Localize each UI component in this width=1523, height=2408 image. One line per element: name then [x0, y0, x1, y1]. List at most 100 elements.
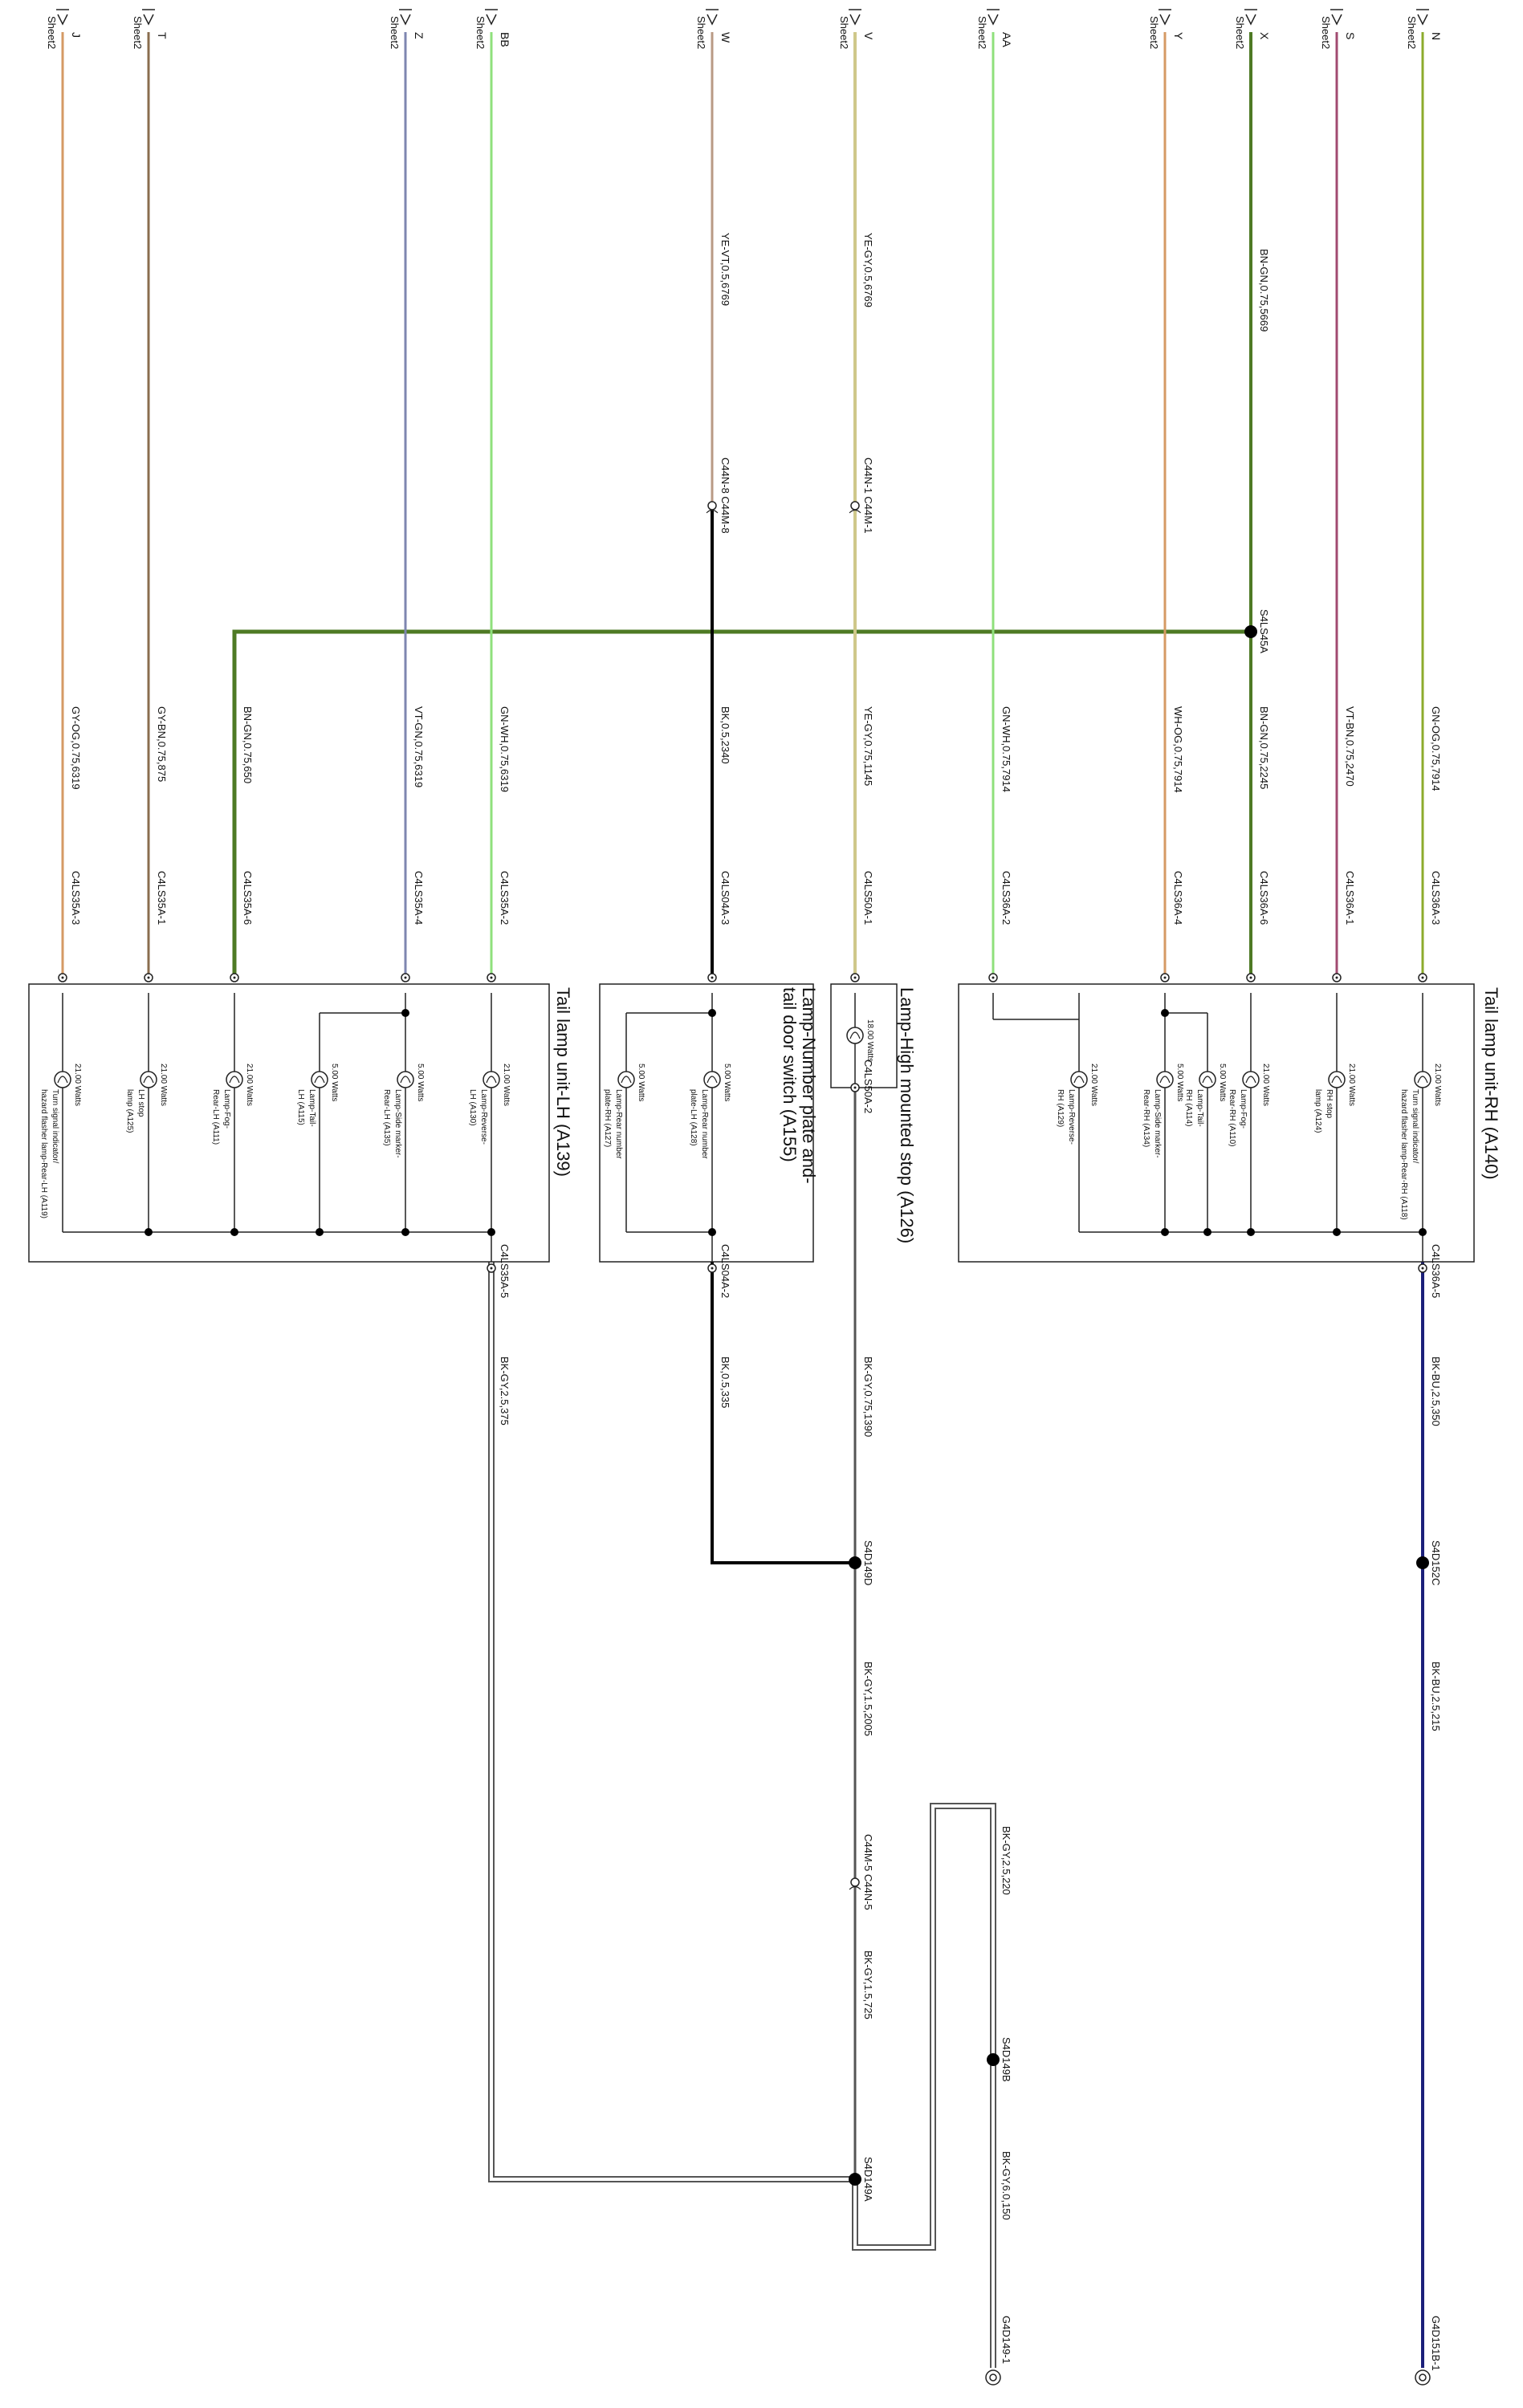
connector-pin-icon: [144, 973, 153, 982]
tail-lamp-unit-rh-box: [958, 983, 1475, 1263]
lamp-watts: 21.00 Watts: [502, 1064, 511, 1106]
lamp-label: Lamp-Fog-: [222, 1089, 231, 1129]
ground-terminal-icon: [1415, 2369, 1431, 2386]
sheet-ref-id: Y: [1172, 32, 1185, 40]
sheet-ref-id: N: [1430, 32, 1443, 40]
lamp-watts: 5.00 Watts: [1218, 1064, 1227, 1101]
sheet-ref-label: Sheet2: [389, 16, 401, 49]
wire-label: VT-BN,0.75,2470: [1344, 706, 1356, 787]
sheet-ref-label: Sheet2: [1320, 16, 1332, 49]
splice-dot-icon: [987, 2053, 1000, 2066]
lamp-bulb-icon: [483, 1071, 500, 1088]
sheet-arrow-icon[interactable]: [1416, 9, 1429, 26]
splice-dot-icon: [849, 2173, 861, 2186]
wire-label: BK-GY,1.5,2005: [862, 1662, 874, 1736]
sheet-ref-id: V: [862, 32, 875, 40]
lamp-label: LH (A115): [296, 1089, 305, 1125]
sheet-arrow-icon[interactable]: [1244, 9, 1257, 26]
lamp-label: Rear-RH (A134): [1142, 1089, 1150, 1147]
connector-pin-icon: [707, 1263, 717, 1273]
lamp-watts: 5.00 Watts: [416, 1064, 425, 1101]
lamp-watts: 5.00 Watts: [637, 1064, 645, 1101]
connector-pin-icon: [401, 973, 410, 982]
lamp-label: Lamp-Tail-: [1195, 1089, 1204, 1127]
sheet-arrow-icon[interactable]: [706, 9, 719, 26]
lamp-bulb-icon: [703, 1071, 721, 1088]
lamp-label: hazard flasher lamp-Rear-RH (A118): [1399, 1089, 1408, 1220]
lamp-label: plate-LH (A128): [689, 1089, 698, 1146]
connector-pin-label: C4LS35A-4: [413, 871, 425, 925]
lamp-watts: 21.00 Watts: [1089, 1064, 1098, 1106]
sheet-ref-label: Sheet2: [1406, 16, 1418, 49]
wires: [61, 32, 1424, 2368]
wire-label: WH-OG,0.75,7914: [1172, 706, 1184, 793]
sheet-arrow-icon[interactable]: [142, 9, 155, 26]
ground-label: G4D151B-1: [1430, 2316, 1442, 2371]
lamp-label: Rear-LH (A135): [382, 1089, 391, 1146]
lamp-label: Lamp-Side marker-: [1153, 1089, 1162, 1158]
splice-dot-icon: [849, 1556, 861, 1569]
splice-dot-icon: [1244, 625, 1257, 638]
connector-pin-icon: [1332, 973, 1342, 982]
lamp-bulb-icon: [846, 1027, 864, 1044]
sheet-ref-id: Z: [413, 32, 426, 39]
sheet-arrow-icon[interactable]: [849, 9, 861, 26]
inline-connector-label: C44N-8 C44M-8: [719, 458, 731, 534]
connector-pin-label: C4LS36A-2: [1000, 871, 1012, 925]
lamp-watts: 21.00 Watts: [73, 1064, 82, 1106]
lamp-watts: 5.00 Watts: [330, 1064, 339, 1101]
connector-pin-label: C4LS04A-2: [719, 1244, 731, 1298]
connector-pin-icon: [1418, 1263, 1427, 1273]
lamp-bulb-icon: [397, 1071, 414, 1088]
lamp-label: hazard flasher lamp-Rear-LH (A119): [39, 1089, 48, 1218]
lamp-bulb-icon: [54, 1071, 71, 1088]
ground-label: G4D149-1: [1000, 2316, 1012, 2364]
sheet-ref-label: Sheet2: [1148, 16, 1160, 49]
connector-pin-label: C4LS50A-2: [862, 1060, 874, 1113]
wire-label: YE-GY,0.5,6769: [862, 233, 874, 307]
lamp-watts: 18.00 Watts: [865, 1019, 874, 1062]
sheet-references: NSheet2SSheet2XSheet2YSheet2AASheet2VShe…: [46, 9, 1443, 49]
wire-label: BK,0.5,2340: [719, 706, 731, 764]
lamp-label: plate-RH (A127): [603, 1089, 612, 1147]
lamp-label: Rear-RH (A110): [1228, 1089, 1236, 1147]
sheet-arrow-icon[interactable]: [1159, 9, 1171, 26]
wire-label: VT-GN,0.75,6319: [413, 706, 425, 787]
lamp-bulb-icon: [1156, 1071, 1174, 1088]
connector-pin-icon: [706, 501, 719, 514]
connector-pin-icon: [850, 1083, 860, 1092]
sheet-ref-label: Sheet2: [46, 16, 58, 49]
sheet-ref-id: AA: [1000, 32, 1013, 47]
splice-label: S4D149A: [862, 2157, 874, 2202]
lamp-bulb-icon: [617, 1071, 635, 1088]
lamp-watts: 21.00 Watts: [245, 1064, 254, 1106]
ground-terminal-icon: [985, 2369, 1001, 2386]
sheet-arrow-icon[interactable]: [399, 9, 412, 26]
sheet-arrow-icon[interactable]: [485, 9, 498, 26]
internal-bus: [62, 993, 1423, 1262]
lamp-bulb-icon: [140, 1071, 157, 1088]
sheet-arrow-icon[interactable]: [56, 9, 69, 26]
wire-label: GN-OG,0.75,7914: [1430, 706, 1442, 791]
high-mount-stop-box: [830, 983, 898, 1088]
connector-pin-label: C4LS35A-1: [156, 871, 168, 925]
lamp-watts: 21.00 Watts: [1261, 1064, 1270, 1106]
sheet-arrow-icon[interactable]: [1330, 9, 1343, 26]
wire-label: BK-GY,0.75,1390: [862, 1357, 874, 1437]
sheet-ref-label: Sheet2: [132, 16, 144, 49]
lamp-label: Turn signal indicator/: [1411, 1089, 1419, 1164]
splice-label: S4D149B: [1000, 2037, 1012, 2082]
sheet-ref-id: T: [156, 32, 169, 39]
module-title-number-plate-1: Lamp-Number plate and-: [799, 987, 819, 1184]
lamp-label: Turn signal indicator/: [51, 1089, 59, 1164]
lamp-bulb-icon: [1070, 1071, 1088, 1088]
bus-junctions: [145, 1009, 1427, 1236]
lamp-label: Lamp-Rear number: [614, 1089, 623, 1159]
sheet-arrow-icon[interactable]: [987, 9, 1000, 26]
connector-pin-label: C4LS36A-1: [1344, 871, 1356, 925]
lamp-bulb-icon: [1242, 1071, 1260, 1088]
connector-pin-label: C4LS36A-4: [1172, 871, 1184, 925]
lamp-label: lamp (A125): [125, 1089, 134, 1133]
sheet-ref-id: S: [1344, 32, 1357, 39]
